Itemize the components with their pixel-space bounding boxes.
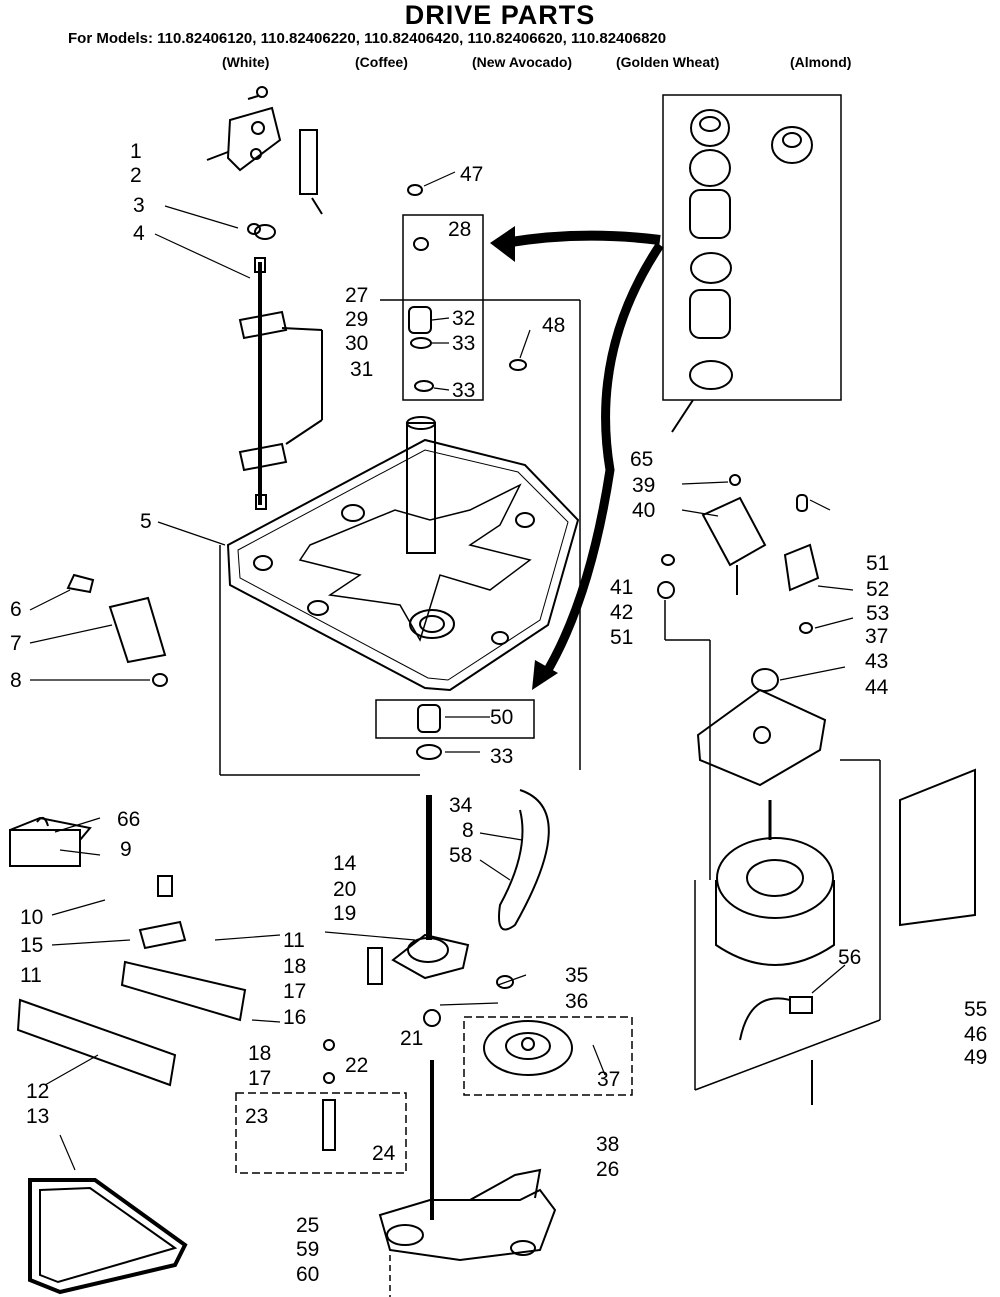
callout-16: 16 [283,1006,306,1029]
callout-6: 6 [10,598,22,621]
callout-3: 3 [133,194,145,217]
model-color: (White) [222,54,270,70]
callout-7: 7 [10,632,22,655]
model-color: (Golden Wheat) [616,54,720,70]
callout-55: 55 [964,998,987,1021]
callout-26: 26 [596,1158,619,1181]
callout-48: 48 [542,314,565,337]
model-number: 110.82406420, [364,30,464,47]
callout-66: 66 [117,808,140,831]
callout-36: 36 [565,990,588,1013]
callout-17: 17 [248,1067,271,1090]
callout-40: 40 [632,499,655,522]
callout-32: 32 [452,307,475,330]
callout-35: 35 [565,964,588,987]
clutch-kit-box [375,699,535,940]
callout-18: 18 [248,1042,271,1065]
motor-assembly [657,474,976,1105]
callout-30: 30 [345,332,368,355]
cam-box [235,1039,407,1174]
model-number: 110.82406220, [260,30,360,47]
leader-lines [29,171,854,1171]
callout-25: 25 [296,1214,319,1237]
callout-2: 2 [130,164,142,187]
callout-13: 13 [26,1105,49,1128]
agitator-shaft-assembly [206,86,323,510]
callout-22: 22 [345,1054,368,1077]
callout-65: 65 [630,448,653,471]
callout-labels: 1 2 3 4 5 6 7 8 10 11 12 13 14 15 16 17 … [10,140,987,1286]
callout-37: 37 [865,625,888,648]
callout-42: 42 [610,601,633,624]
callout-39: 39 [632,474,655,497]
callout-43: 43 [865,650,888,673]
callout-34: 34 [449,794,473,817]
callout-37: 37 [597,1068,620,1091]
page-title: DRIVE PARTS [404,0,596,30]
callout-20: 20 [333,878,356,901]
callout-27: 27 [345,284,368,307]
callout-44: 44 [865,676,889,699]
callout-12: 12 [26,1080,49,1103]
callout-56: 56 [838,946,861,969]
model-color: (New Avocado) [472,54,573,70]
callout-5: 5 [140,510,152,533]
callout-10: 10 [20,906,43,929]
callout-51: 51 [866,552,889,575]
callout-31: 31 [350,358,373,381]
callout-46: 46 [964,1023,987,1046]
callout-18: 18 [283,955,306,978]
callout-50: 50 [490,706,513,729]
callout-4: 4 [133,222,145,245]
callout-38: 38 [596,1133,619,1156]
brake-linkage-assembly [9,573,247,1295]
callout-19: 19 [333,902,356,925]
callout-17: 17 [283,980,306,1003]
model-list: For Models: 110.82406120, 110.82406220, … [68,30,666,47]
callout-8: 8 [10,669,22,692]
callout-52: 52 [866,578,889,601]
model-number: 110.82406620, [467,30,567,47]
callout-14: 14 [333,852,357,875]
callout-58: 58 [449,844,472,867]
callout-29: 29 [345,308,368,331]
callout-53: 53 [866,602,889,625]
callout-41: 41 [610,576,633,599]
callout-9: 9 [120,838,132,861]
callout-51: 51 [610,626,633,649]
callout-11: 11 [283,929,305,952]
transmission-bearing-kit [662,94,842,433]
callout-21: 21 [400,1027,423,1050]
callout-15: 15 [20,934,43,957]
model-color: (Coffee) [355,54,408,70]
callout-1: 1 [130,140,142,163]
callout-28: 28 [448,218,471,241]
callout-8: 8 [462,819,474,842]
models-prefix: For Models: [68,30,153,47]
callout-33: 33 [452,379,475,402]
callout-47: 47 [460,163,483,186]
callout-60: 60 [296,1263,319,1286]
base-plate [219,299,581,776]
spin-pulley-assembly [367,789,633,1220]
callout-33: 33 [452,332,475,355]
callout-33: 33 [490,745,513,768]
transmission-gearcase [378,1168,557,1297]
callout-59: 59 [296,1238,319,1261]
callout-24: 24 [372,1142,396,1165]
model-color: (Almond) [790,54,852,70]
callout-11: 11 [20,964,42,987]
bearing-kit-box [402,184,527,401]
model-number: 110.82406820 [570,30,667,47]
callout-23: 23 [245,1105,268,1128]
callout-49: 49 [964,1046,987,1069]
model-number: 110.82406120, [157,30,257,47]
